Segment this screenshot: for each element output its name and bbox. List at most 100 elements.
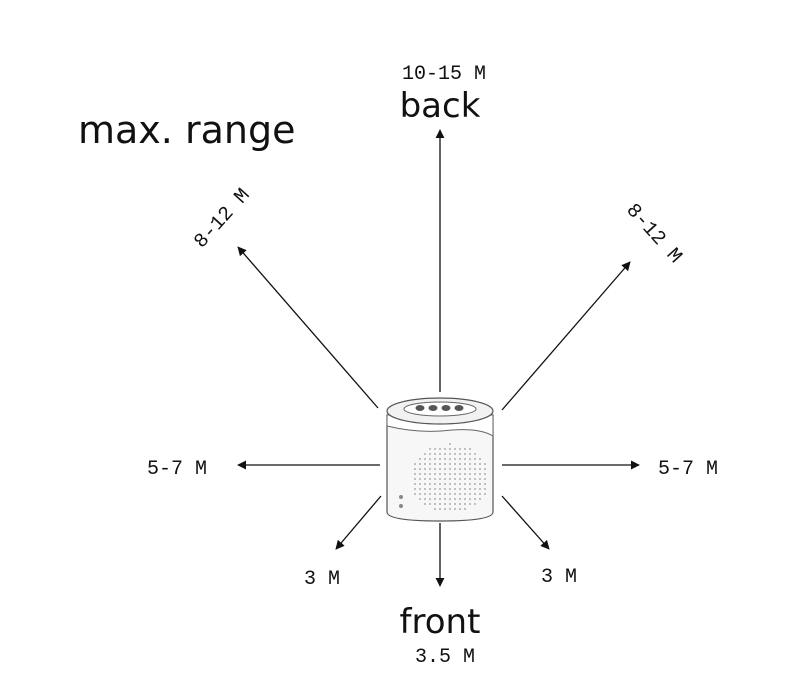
- diagram-title: max. range: [78, 108, 295, 152]
- grille-hole: [424, 458, 426, 460]
- arrow-front-left: [335, 495, 382, 550]
- grille-hole: [479, 458, 481, 460]
- grille-hole: [464, 498, 466, 500]
- grille-hole: [469, 478, 471, 480]
- grille-hole: [474, 498, 476, 500]
- grille-hole: [419, 483, 421, 485]
- device-top-buttons: [415, 405, 464, 411]
- grille-hole: [424, 453, 426, 455]
- grille-hole: [469, 458, 471, 460]
- grille-hole: [474, 478, 476, 480]
- grille-hole: [444, 503, 446, 505]
- top-button: [428, 405, 438, 411]
- grille-hole: [484, 463, 486, 465]
- grille-hole: [444, 463, 446, 465]
- grille-hole: [464, 488, 466, 490]
- grille-hole: [464, 453, 466, 455]
- grille-hole: [459, 458, 461, 460]
- grille-hole: [464, 483, 466, 485]
- front-right-range-label: 3 M: [541, 566, 577, 589]
- device-indicator-light: [399, 504, 403, 508]
- grille-hole: [439, 468, 441, 470]
- grille-hole: [414, 468, 416, 470]
- grille-hole: [434, 463, 436, 465]
- grille-hole: [444, 458, 446, 460]
- grille-hole: [459, 493, 461, 495]
- grille-hole: [459, 463, 461, 465]
- grille-hole: [459, 503, 461, 505]
- grille-hole: [469, 503, 471, 505]
- grille-hole: [449, 493, 451, 495]
- grille-hole: [429, 488, 431, 490]
- grille-hole: [419, 478, 421, 480]
- grille-hole: [469, 493, 471, 495]
- grille-hole: [429, 503, 431, 505]
- grille-hole: [484, 468, 486, 470]
- grille-hole: [464, 468, 466, 470]
- grille-hole: [434, 493, 436, 495]
- grille-hole: [449, 463, 451, 465]
- grille-hole: [414, 473, 416, 475]
- grille-hole: [459, 468, 461, 470]
- top-button: [441, 405, 451, 411]
- grille-hole: [424, 503, 426, 505]
- grille-hole: [469, 488, 471, 490]
- grille-hole: [454, 493, 456, 495]
- grille-hole: [424, 493, 426, 495]
- grille-hole: [429, 478, 431, 480]
- grille-hole: [464, 448, 466, 450]
- speaker-grille: [414, 443, 486, 510]
- grille-hole: [459, 473, 461, 475]
- grille-hole: [419, 458, 421, 460]
- grille-hole: [459, 478, 461, 480]
- grille-hole: [424, 488, 426, 490]
- grille-hole: [444, 498, 446, 500]
- grille-hole: [439, 473, 441, 475]
- grille-hole: [434, 453, 436, 455]
- grille-hole: [434, 508, 436, 510]
- grille-hole: [479, 483, 481, 485]
- grille-hole: [469, 453, 471, 455]
- grille-hole: [449, 498, 451, 500]
- grille-hole: [474, 503, 476, 505]
- grille-hole: [474, 458, 476, 460]
- grille-hole: [484, 478, 486, 480]
- speaker-device-illustration: [386, 397, 494, 522]
- grille-hole: [479, 463, 481, 465]
- grille-hole: [484, 488, 486, 490]
- grille-hole: [414, 483, 416, 485]
- top-button: [454, 405, 464, 411]
- arrow-back-right: [501, 261, 631, 411]
- grille-hole: [444, 448, 446, 450]
- device-top-inner: [403, 401, 477, 417]
- grille-hole: [419, 463, 421, 465]
- grille-hole: [459, 488, 461, 490]
- back-left-range-label: 8-12 M: [190, 185, 255, 254]
- grille-hole: [469, 468, 471, 470]
- grille-hole: [454, 498, 456, 500]
- grille-hole: [479, 478, 481, 480]
- grille-hole: [449, 468, 451, 470]
- grille-hole: [414, 463, 416, 465]
- grille-hole: [429, 493, 431, 495]
- grille-hole: [424, 473, 426, 475]
- grille-hole: [424, 483, 426, 485]
- range-arrows: [237, 129, 640, 587]
- grille-hole: [424, 468, 426, 470]
- grille-hole: [414, 478, 416, 480]
- grille-hole: [444, 488, 446, 490]
- grille-hole: [464, 478, 466, 480]
- grille-hole: [429, 468, 431, 470]
- grille-hole: [434, 503, 436, 505]
- grille-hole: [459, 453, 461, 455]
- top-button: [415, 405, 425, 411]
- grille-hole: [434, 448, 436, 450]
- grille-hole: [469, 463, 471, 465]
- grille-hole: [439, 478, 441, 480]
- grille-hole: [449, 488, 451, 490]
- grille-hole: [474, 463, 476, 465]
- grille-hole: [419, 498, 421, 500]
- arrow-back-left: [237, 246, 379, 409]
- grille-hole: [419, 488, 421, 490]
